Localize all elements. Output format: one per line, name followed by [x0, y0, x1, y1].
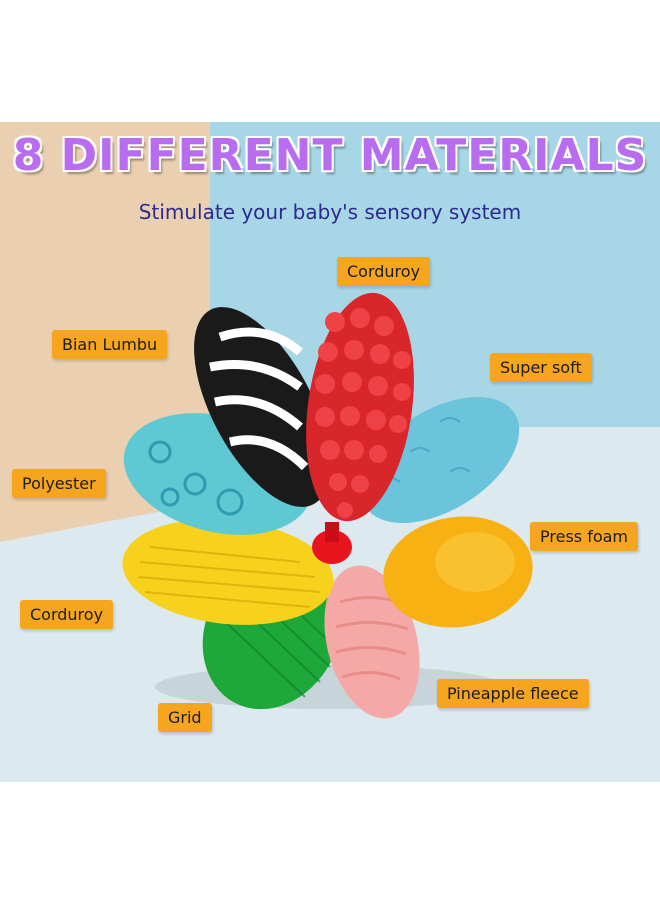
center-ribbon: [312, 522, 352, 564]
page-subtitle: Stimulate your baby's sensory system: [138, 200, 522, 224]
corduroy-yellow-petal: [122, 519, 334, 625]
label-super-soft: Super soft: [490, 353, 592, 382]
label-grid: Grid: [158, 703, 212, 732]
label-corduroy-top: Corduroy: [337, 257, 431, 286]
label-corduroy-left: Corduroy: [20, 600, 114, 629]
label-pineapple-fleece: Pineapple fleece: [437, 679, 589, 708]
corduroy-red-petal: [306, 292, 414, 522]
label-bian-lumbu: Bian Lumbu: [52, 330, 168, 359]
page-title: 8 DIFFERENT MATERIALS: [12, 130, 648, 181]
bian-lumbu-petal: [194, 307, 330, 507]
label-press-foam: Press foam: [530, 522, 639, 551]
label-polyester: Polyester: [12, 469, 106, 498]
press-foam-petal: [383, 516, 533, 628]
